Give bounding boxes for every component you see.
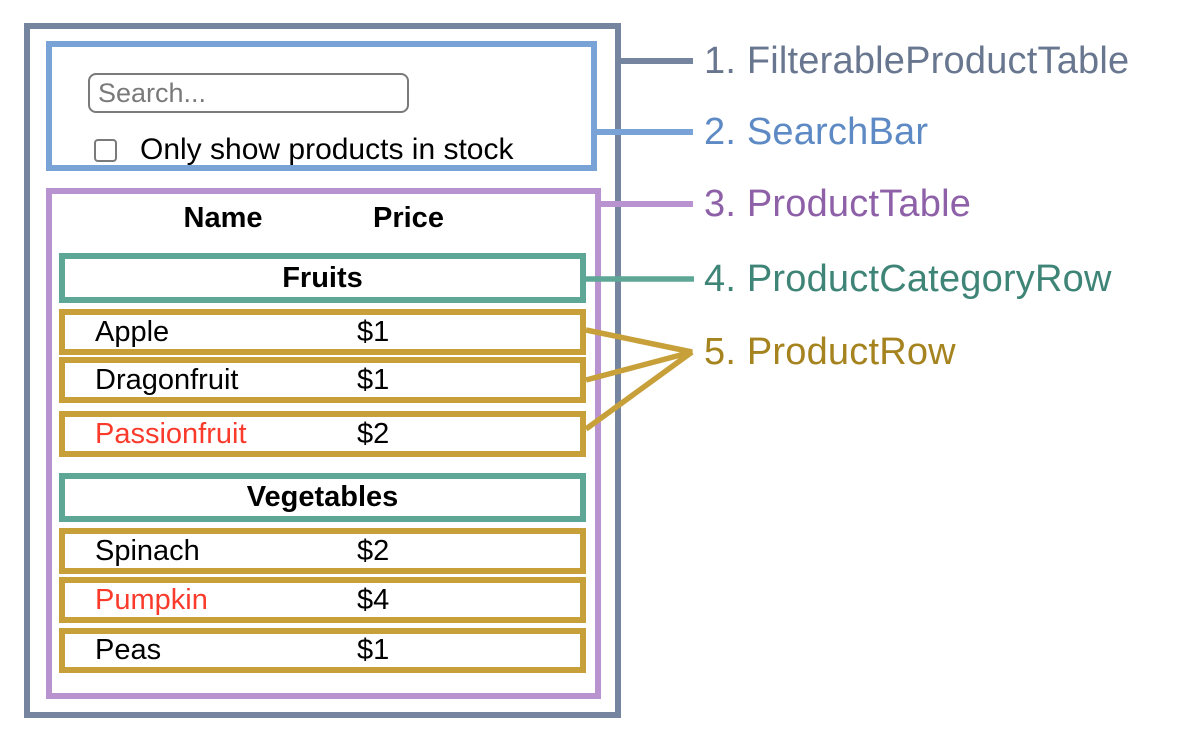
product-name: Pumpkin: [95, 583, 208, 616]
table-header: Name Price: [52, 202, 595, 234]
product-name: Peas: [95, 634, 162, 666]
in-stock-checkbox[interactable]: [94, 138, 117, 162]
category-row-vegetables: Vegetables: [59, 473, 586, 522]
product-name: Spinach: [95, 534, 200, 567]
product-price: $4: [357, 583, 390, 616]
product-price: $2: [357, 417, 390, 450]
product-row-apple: Apple $1: [59, 309, 586, 355]
product-table-box: Name Price Fruits Apple $1 Dragonfruit $…: [46, 188, 601, 699]
product-price: $1: [357, 634, 390, 666]
search-bar-box: Only show products in stock: [46, 41, 597, 171]
column-header-price: Price: [373, 202, 444, 234]
product-row-spinach: Spinach $2: [59, 528, 586, 574]
category-row-fruits: Fruits: [59, 253, 586, 303]
category-label: Fruits: [282, 261, 363, 294]
product-row-passionfruit: Passionfruit $2: [59, 411, 586, 457]
legend-search-bar: 2. SearchBar: [704, 111, 929, 153]
product-price: $1: [357, 315, 390, 348]
product-price: $2: [357, 534, 390, 567]
legend-product-table: 3. ProductTable: [704, 183, 972, 225]
search-input[interactable]: [88, 73, 409, 113]
product-row-dragonfruit: Dragonfruit $1: [59, 357, 586, 403]
product-row-peas: Peas $1: [59, 628, 586, 673]
product-price: $1: [357, 363, 390, 396]
legend-filterable-product-table: 1. FilterableProductTable: [704, 40, 1130, 82]
category-label: Vegetables: [246, 481, 399, 513]
product-name: Passionfruit: [95, 417, 247, 450]
product-row-pumpkin: Pumpkin $4: [59, 577, 586, 623]
legend-product-category-row: 4. ProductCategoryRow: [704, 258, 1112, 300]
legend-product-row: 5. ProductRow: [704, 331, 956, 373]
in-stock-filter: Only show products in stock: [94, 128, 514, 172]
column-header-name: Name: [183, 202, 263, 234]
in-stock-checkbox-label: Only show products in stock: [140, 133, 514, 166]
product-name: Dragonfruit: [95, 363, 239, 396]
product-name: Apple: [95, 315, 170, 348]
